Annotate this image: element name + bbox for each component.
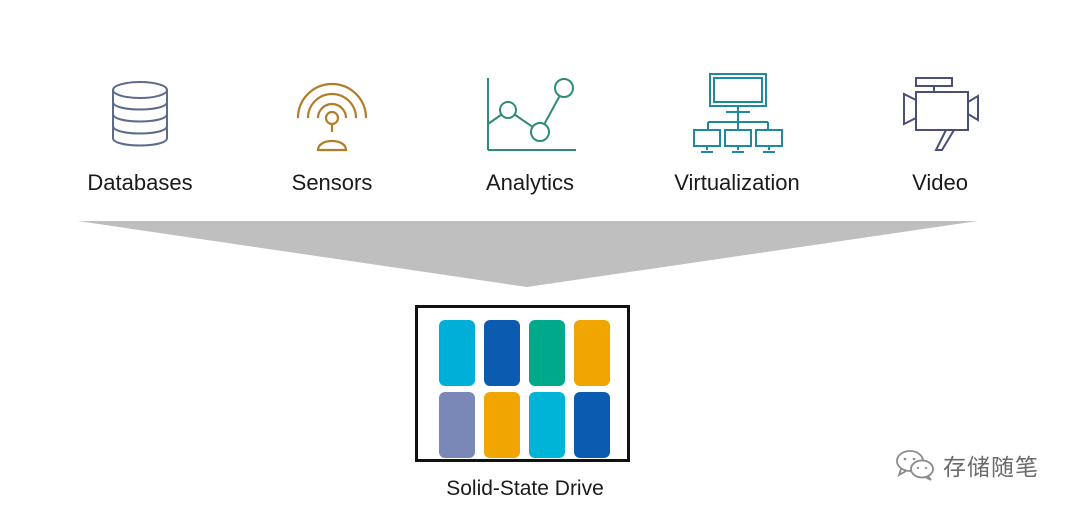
source-label-virtualization: Virtualization xyxy=(674,170,800,195)
source-label-video: Video xyxy=(912,170,968,195)
ssd-chip xyxy=(529,320,565,386)
ssd-chip xyxy=(574,320,610,386)
ssd-chip xyxy=(439,392,475,458)
funnel-shape xyxy=(78,221,978,287)
database-icon xyxy=(108,80,172,150)
watermark: 存储随笔 xyxy=(895,447,1039,483)
ssd-chip xyxy=(574,392,610,458)
sensor-icon xyxy=(294,78,370,152)
ssd-chip xyxy=(484,320,520,386)
ssd-label: Solid-State Drive xyxy=(446,477,604,500)
ssd-chip xyxy=(529,392,565,458)
analytics-chart-icon xyxy=(484,76,578,152)
source-label-databases: Databases xyxy=(87,170,193,195)
video-camera-icon xyxy=(900,76,980,152)
solid-state-drive-box xyxy=(415,305,630,462)
source-label-sensors: Sensors xyxy=(291,170,373,195)
watermark-text: 存储随笔 xyxy=(943,455,1039,481)
source-label-analytics: Analytics xyxy=(485,170,575,195)
ssd-chip xyxy=(439,320,475,386)
network-computers-icon xyxy=(692,72,784,158)
ssd-chip xyxy=(484,392,520,458)
wechat-icon xyxy=(896,450,934,481)
